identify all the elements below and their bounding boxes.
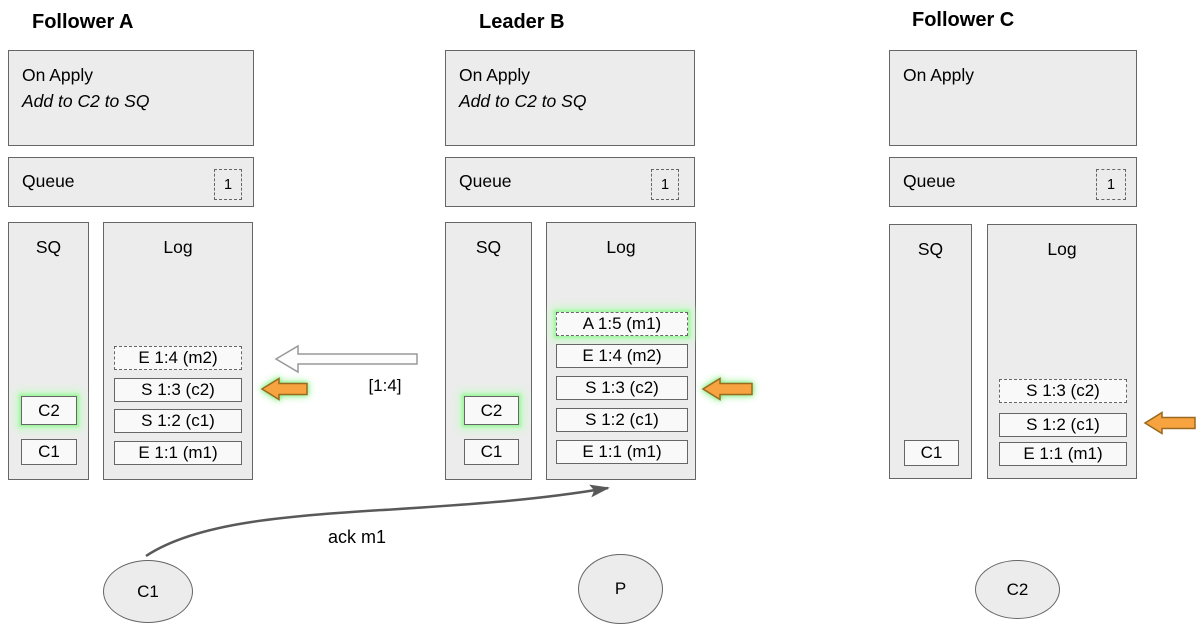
on-apply-box-c: On Apply bbox=[889, 50, 1137, 146]
log-entry: E 1:1 (m1) bbox=[999, 442, 1127, 466]
log-entry-text: S 1:3 (c2) bbox=[1026, 381, 1100, 400]
actor-p: P bbox=[578, 554, 663, 624]
queue-box-c: Queue 1 bbox=[889, 157, 1137, 207]
log-entry: E 1:1 (m1) bbox=[114, 441, 242, 465]
queue-count: 1 bbox=[223, 176, 233, 193]
sq-item-label: C1 bbox=[920, 443, 943, 462]
log-entry-text: A 1:5 (m1) bbox=[582, 314, 662, 333]
log-entry: E 1:4 (m2) bbox=[556, 344, 688, 368]
queue-count: 1 bbox=[660, 176, 670, 193]
sq-item-label: C1 bbox=[480, 442, 503, 461]
sq-box-a: SQ C2 C1 bbox=[8, 222, 89, 480]
sq-item: C2 bbox=[21, 396, 77, 425]
log-entry-text: S 1:3 (c2) bbox=[141, 380, 215, 399]
sq-label: SQ bbox=[475, 237, 502, 257]
sq-item-label: C2 bbox=[38, 400, 60, 420]
log-entry: E 1:4 (m2) bbox=[114, 346, 242, 370]
log-label: Log bbox=[1047, 239, 1077, 259]
actor-label: P bbox=[614, 579, 627, 598]
log-entry-text: E 1:1 (m1) bbox=[1023, 444, 1103, 463]
queue-count: 1 bbox=[1106, 176, 1116, 193]
node-title-leader-b: Leader B bbox=[479, 11, 565, 33]
log-entry-text: S 1:3 (c2) bbox=[585, 378, 659, 397]
on-apply-title: On Apply bbox=[22, 65, 94, 85]
log-entry: S 1:2 (c1) bbox=[114, 409, 242, 433]
log-entry-text: E 1:4 (m2) bbox=[582, 346, 662, 365]
log-box-a: Log E 1:4 (m2) S 1:3 (c2) S 1:2 (c1) E 1… bbox=[103, 222, 253, 480]
log-entry-text: E 1:1 (m1) bbox=[138, 443, 218, 462]
log-entry-text: S 1:2 (c1) bbox=[1026, 415, 1100, 434]
queue-count-badge: 1 bbox=[651, 169, 679, 200]
log-entry: S 1:3 (c2) bbox=[999, 379, 1127, 403]
apply-pointer-arrow-b-icon bbox=[701, 377, 753, 401]
log-box-c: Log S 1:3 (c2) S 1:2 (c1) E 1:1 (m1) bbox=[987, 224, 1137, 479]
sq-item: C1 bbox=[904, 440, 959, 466]
log-entry-text: S 1:2 (c1) bbox=[141, 411, 215, 430]
actor-label: C1 bbox=[137, 581, 159, 601]
log-entry: A 1:5 (m1) bbox=[556, 312, 688, 336]
sq-label: SQ bbox=[35, 237, 62, 257]
queue-label: Queue bbox=[22, 171, 75, 191]
on-apply-box-b: On Apply Add to C2 to SQ bbox=[445, 50, 695, 146]
sq-item: C2 bbox=[464, 396, 519, 425]
queue-box-b: Queue 1 bbox=[445, 157, 695, 207]
log-entry-text: E 1:4 (m2) bbox=[138, 348, 218, 367]
actor-c1: C1 bbox=[103, 560, 193, 623]
log-entry-text: S 1:2 (c1) bbox=[585, 410, 659, 429]
on-apply-title: On Apply bbox=[903, 65, 975, 85]
sq-label: SQ bbox=[917, 239, 944, 259]
on-apply-title: On Apply bbox=[459, 65, 531, 85]
sq-item-label: C2 bbox=[480, 400, 503, 420]
sq-box-c: SQ C1 bbox=[889, 224, 972, 479]
queue-box-a: Queue 1 bbox=[8, 157, 254, 207]
node-title-follower-a: Follower A bbox=[32, 11, 134, 33]
apply-pointer-arrow-a-icon bbox=[260, 377, 308, 401]
log-entry: E 1:1 (m1) bbox=[556, 440, 688, 464]
queue-label: Queue bbox=[903, 171, 956, 191]
on-apply-rule: Add to C2 to SQ bbox=[22, 91, 150, 111]
node-title-follower-c: Follower C bbox=[912, 9, 1015, 31]
replicate-range-label: [1:4] bbox=[368, 376, 402, 395]
ack-label: ack m1 bbox=[327, 527, 387, 547]
log-box-b: Log A 1:5 (m1) E 1:4 (m2) S 1:3 (c2) S 1… bbox=[546, 222, 696, 480]
log-label: Log bbox=[606, 237, 636, 257]
sq-box-b: SQ C2 C1 bbox=[445, 222, 532, 480]
sq-item: C1 bbox=[464, 439, 519, 465]
actor-c2: C2 bbox=[975, 560, 1060, 619]
sq-item-label: C1 bbox=[38, 442, 60, 461]
apply-pointer-arrow-c-icon bbox=[1143, 411, 1196, 435]
on-apply-box-a: On Apply Add to C2 to SQ bbox=[8, 50, 254, 146]
log-entry: S 1:3 (c2) bbox=[114, 378, 242, 402]
queue-count-badge: 1 bbox=[214, 169, 242, 200]
sq-item: C1 bbox=[21, 439, 77, 465]
actor-label: C2 bbox=[1006, 579, 1029, 599]
replicate-arrow-icon bbox=[274, 344, 418, 374]
log-entry: S 1:2 (c1) bbox=[556, 408, 688, 432]
queue-count-badge: 1 bbox=[1096, 169, 1126, 200]
log-label: Log bbox=[163, 237, 193, 257]
on-apply-rule: Add to C2 to SQ bbox=[459, 91, 587, 111]
queue-label: Queue bbox=[459, 171, 512, 191]
log-entry-text: E 1:1 (m1) bbox=[582, 442, 662, 461]
log-entry: S 1:3 (c2) bbox=[556, 376, 688, 400]
log-entry: S 1:2 (c1) bbox=[999, 413, 1127, 437]
